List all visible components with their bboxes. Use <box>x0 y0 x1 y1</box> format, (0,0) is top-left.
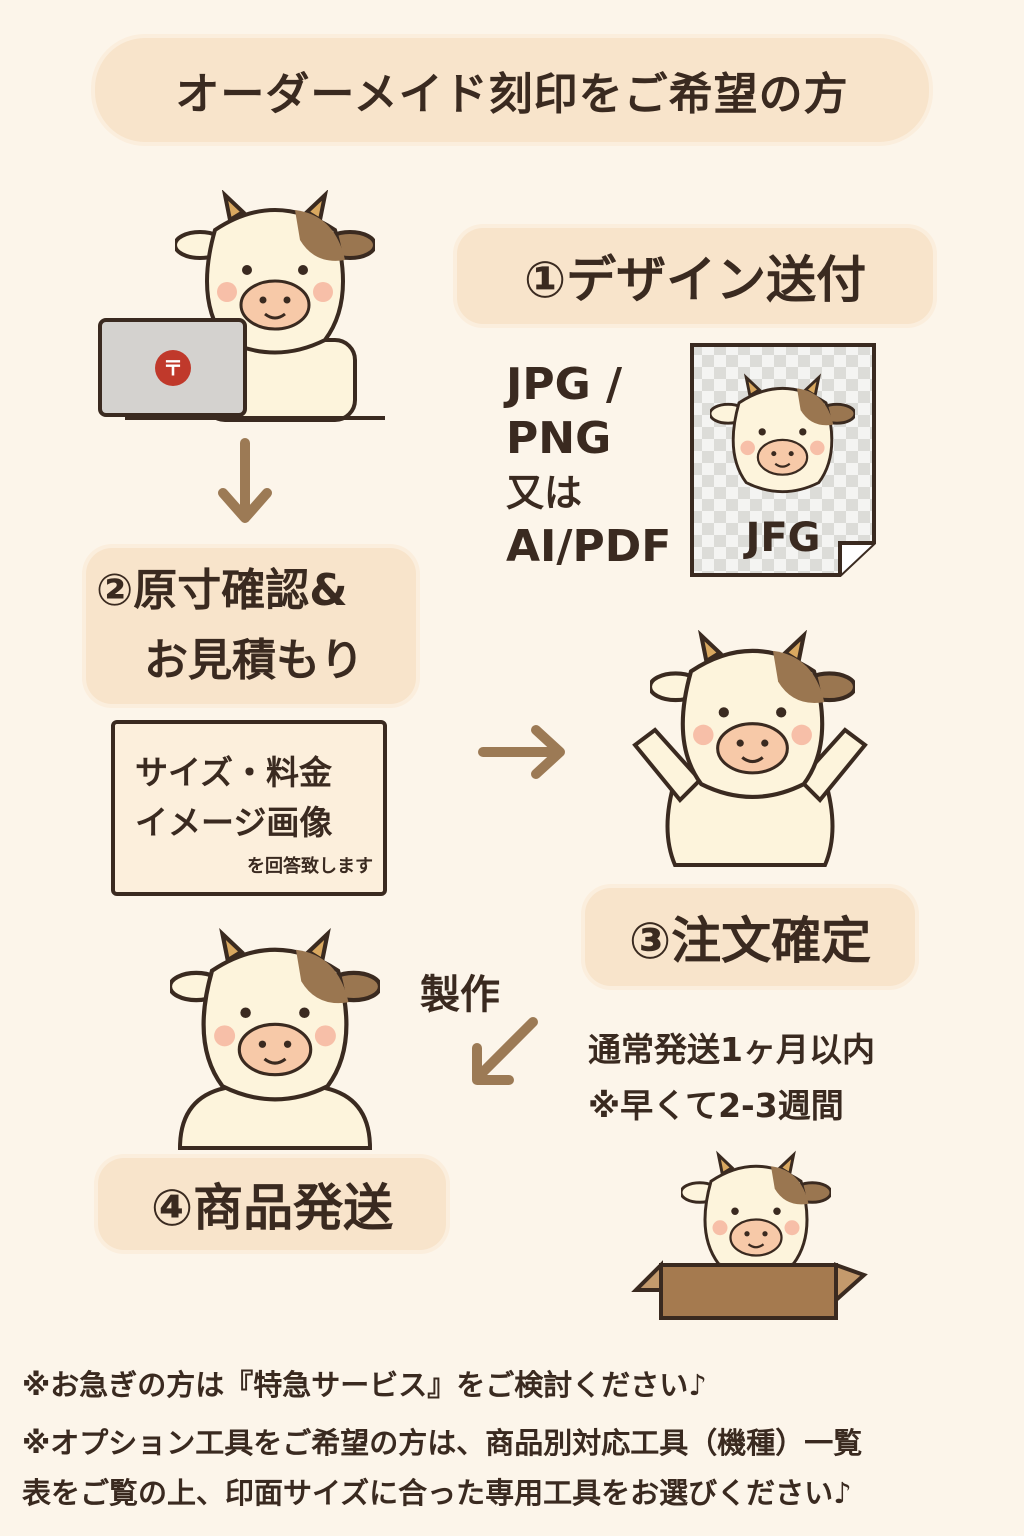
file-icon: JFG <box>690 343 876 577</box>
shipping-info: 通常発送1ヶ月以内 ※早くて2-3週間 <box>588 1022 875 1134</box>
estimate-line1: サイズ・料金 <box>135 753 333 792</box>
step2-line1: ②原寸確認& <box>96 565 348 616</box>
step4-label: ④商品発送 <box>98 1158 446 1250</box>
step1-label: ①デザイン送付 <box>457 228 933 324</box>
cow-in-box-illustration <box>631 1153 868 1320</box>
estimate-line3: を回答致します <box>247 856 373 877</box>
file-formats: JPG / PNG 又は AI/PDF <box>506 358 671 574</box>
svg-text:〒: 〒 <box>163 356 183 380</box>
arrow-down-left-icon <box>472 1017 538 1085</box>
cow-smiling-illustration <box>165 928 385 1150</box>
shipping-line1: 通常発送1ヶ月以内 <box>588 1030 875 1069</box>
cow-laptop-illustration: 〒 <box>98 193 385 422</box>
note-options-2: 表をご覧の上、印面サイズに合った専用工具をお選びください♪ <box>22 1476 852 1510</box>
note-options-1: ※オプション工具をご希望の方は、商品別対応工具（機種）一覧 <box>22 1426 863 1460</box>
arrow-right-icon <box>478 725 565 779</box>
format-or: 又は <box>506 471 583 515</box>
format-jpg: JPG / <box>506 359 623 410</box>
production-label: 製作 <box>420 972 500 1018</box>
format-png: PNG <box>506 413 612 464</box>
format-ai-pdf: AI/PDF <box>506 521 672 572</box>
estimate-box: サイズ・料金 イメージ画像 を回答致します <box>111 720 387 896</box>
step3-label: ③注文確定 <box>585 888 915 986</box>
shipping-line2: ※早くて2-3週間 <box>588 1086 844 1125</box>
file-label: JFG <box>745 515 821 561</box>
note-express: ※お急ぎの方は『特急サービス』をご検討ください♪ <box>22 1368 707 1402</box>
page-title: オーダーメイド刻印をご希望の方 <box>95 38 929 142</box>
estimate-line2: イメージ画像 <box>135 803 333 842</box>
arrow-down-icon <box>218 438 272 523</box>
step2-label: ②原寸確認& お見積もり <box>86 548 416 704</box>
step2-line2: お見積もり <box>144 635 364 686</box>
postal-icon <box>155 350 191 386</box>
cow-cheering-illustration <box>632 630 868 867</box>
